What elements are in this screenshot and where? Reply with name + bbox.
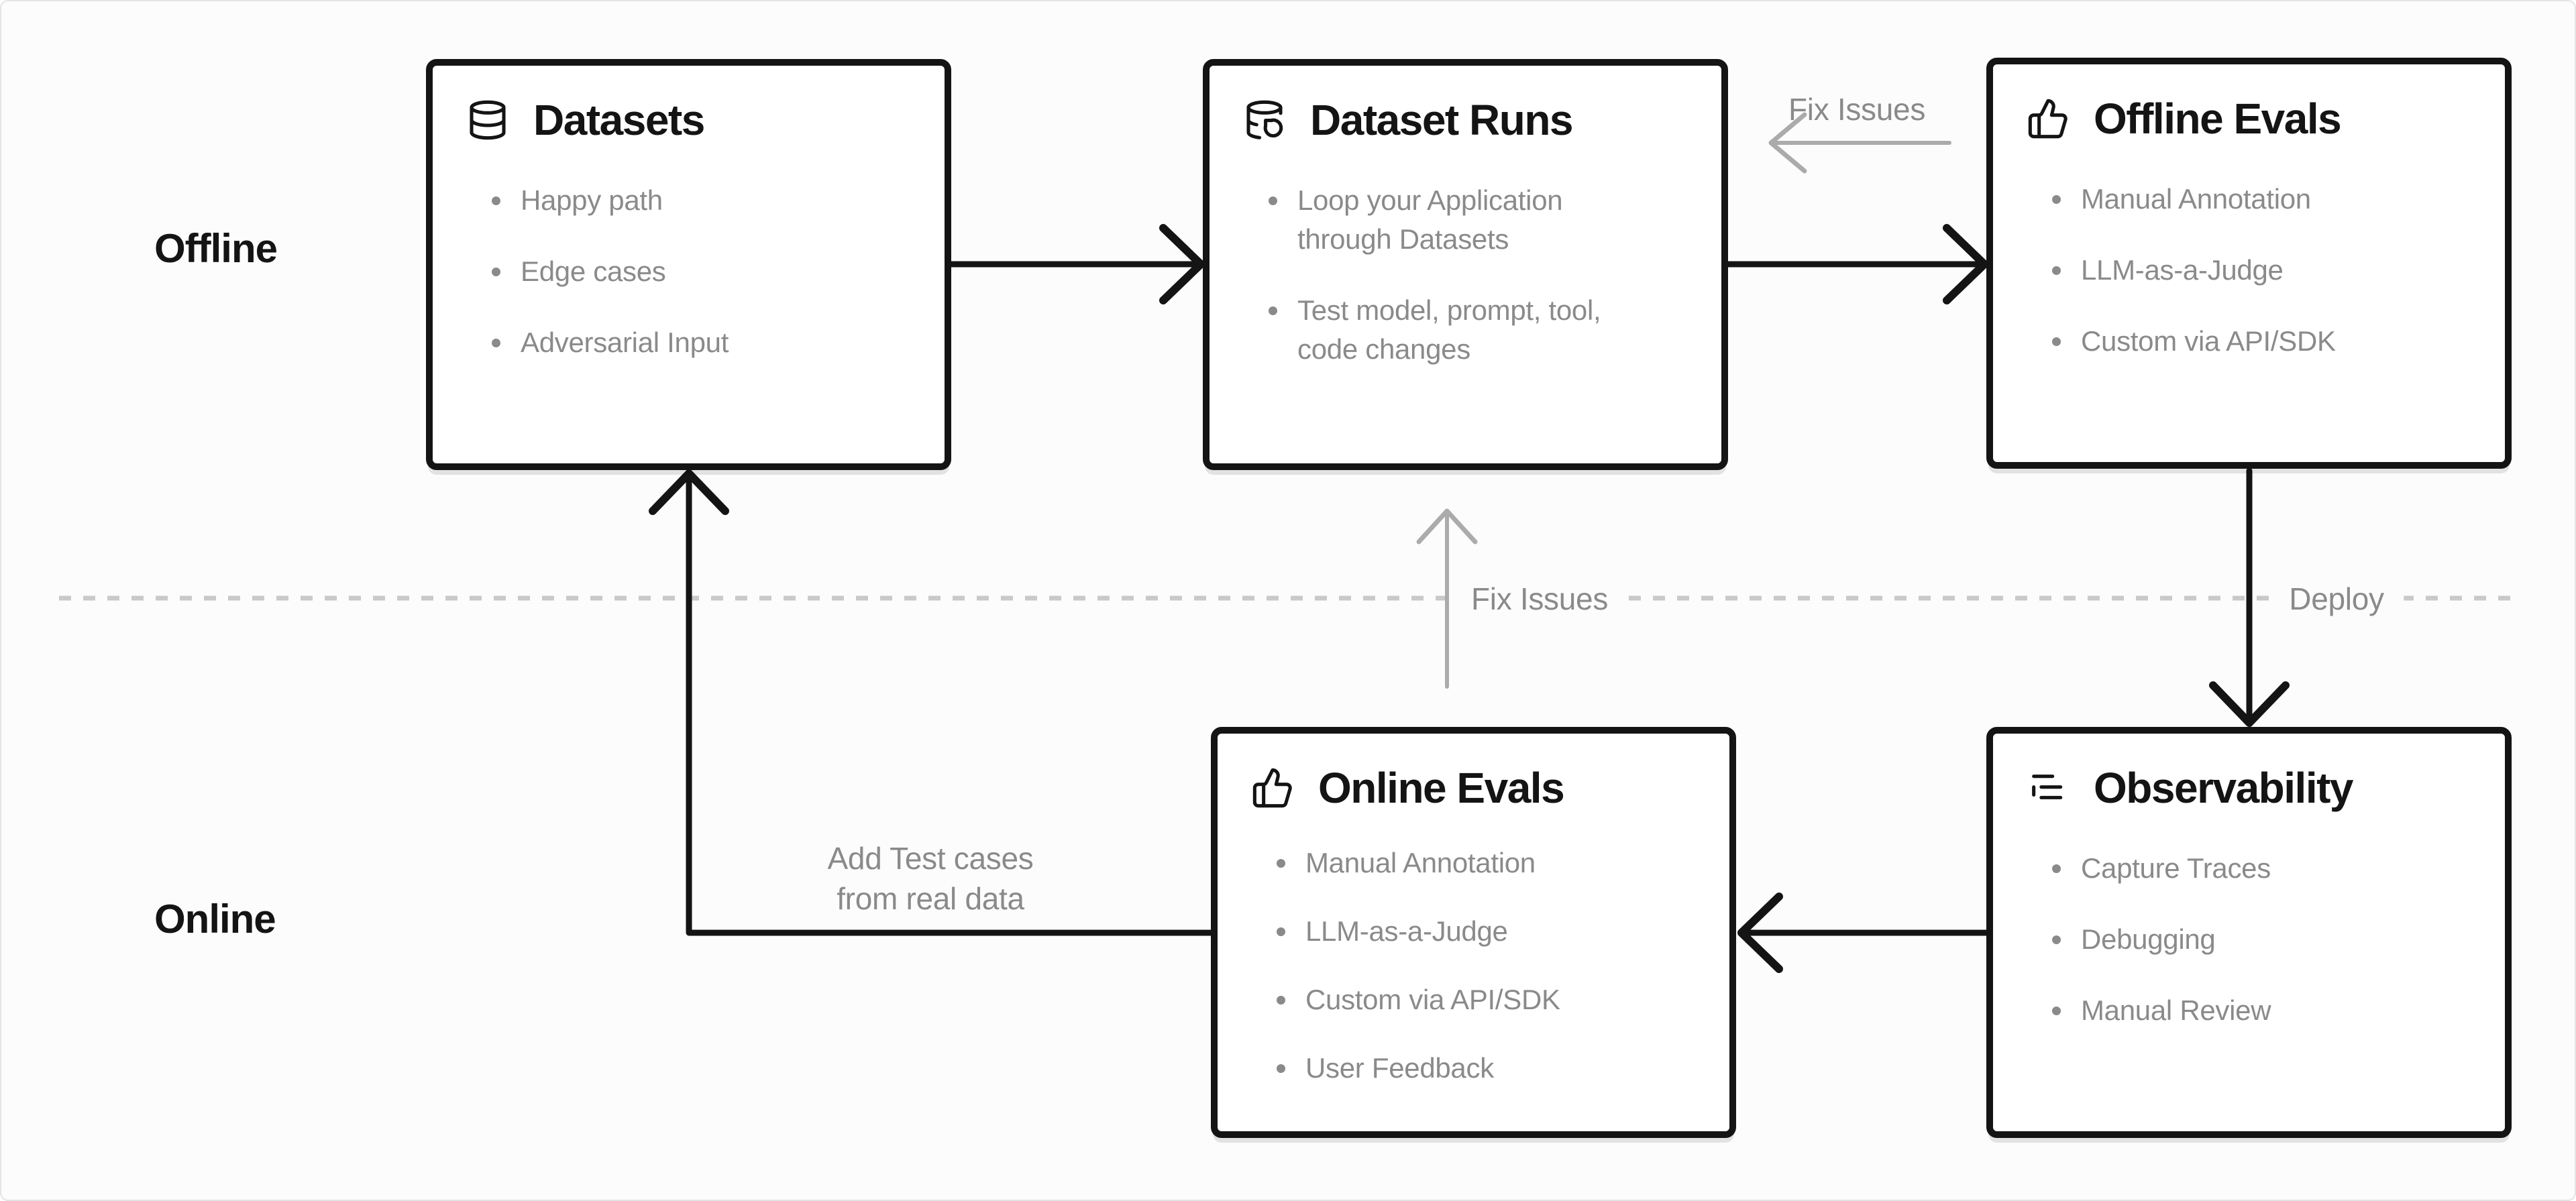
list-item: Capture Traces bbox=[2052, 849, 2471, 888]
database-refresh-icon bbox=[1246, 100, 1283, 139]
arrow-dataset-runs-to-offline-evals bbox=[1725, 224, 1988, 304]
list-item: Custom via API/SDK bbox=[1277, 980, 1696, 1019]
list-item: LLM-as-a-Judge bbox=[2052, 251, 2471, 290]
add-test-cases-label: Add Test cases from real data bbox=[827, 841, 1034, 916]
list-item: Happy path bbox=[492, 181, 911, 220]
arrow-fix-issues-top bbox=[1768, 112, 1951, 174]
bullet-dot bbox=[1269, 306, 1277, 315]
box-title: Dataset Runs bbox=[1310, 96, 1574, 144]
fix-issues-top-label: Fix Issues bbox=[1788, 92, 1926, 127]
list-item: Debugging bbox=[2052, 920, 2471, 959]
list-item: Manual Annotation bbox=[2052, 180, 2471, 219]
bullet-list: Happy path Edge cases Adversarial Input bbox=[466, 181, 911, 362]
bullet-dot bbox=[2052, 935, 2061, 944]
bullet-list: Manual Annotation LLM-as-a-Judge Custom … bbox=[2027, 180, 2471, 361]
bullet-dot bbox=[2052, 337, 2061, 346]
box-online-evals: Online Evals Manual Annotation LLM-as-a-… bbox=[1211, 727, 1736, 1138]
bullet-list: Loop your Application through Datasets T… bbox=[1243, 181, 1688, 369]
box-observability: Observability Capture Traces Debugging M… bbox=[1986, 727, 2512, 1138]
lane-label-offline: Offline bbox=[154, 226, 278, 271]
bullet-dot bbox=[1277, 927, 1285, 936]
bullet-dot bbox=[1269, 196, 1277, 205]
list-item: Test model, prompt, tool, code changes bbox=[1269, 291, 1688, 369]
database-icon bbox=[470, 100, 506, 140]
bullet-dot bbox=[492, 268, 500, 276]
list-item: Manual Annotation bbox=[1277, 844, 1696, 882]
thumbs-up-icon bbox=[2028, 99, 2068, 139]
deploy-label: Deploy bbox=[2269, 579, 2404, 619]
arrow-fix-issues-up bbox=[1416, 508, 1478, 689]
list-item: Custom via API/SDK bbox=[2052, 322, 2471, 361]
bullet-dot bbox=[2052, 266, 2061, 275]
box-title: Observability bbox=[2094, 764, 2354, 812]
box-title: Offline Evals bbox=[2094, 95, 2342, 143]
bullet-list: Capture Traces Debugging Manual Review bbox=[2027, 849, 2471, 1030]
box-dataset-runs: Dataset Runs Loop your Application throu… bbox=[1203, 59, 1728, 470]
list-item: User Feedback bbox=[1277, 1049, 1696, 1088]
lane-label-online: Online bbox=[154, 897, 276, 941]
bullet-dot bbox=[1277, 859, 1285, 868]
thumbs-up-icon bbox=[1252, 768, 1292, 808]
box-datasets: Datasets Happy path Edge cases Adversari… bbox=[426, 59, 951, 470]
box-title: Online Evals bbox=[1318, 764, 1565, 812]
list-item: Edge cases bbox=[492, 252, 911, 291]
bullet-dot bbox=[2052, 195, 2061, 204]
list-item: LLM-as-a-Judge bbox=[1277, 912, 1696, 951]
arrow-datasets-to-dataset-runs bbox=[948, 224, 1205, 304]
bullet-dot bbox=[1277, 1064, 1285, 1073]
bullet-dot bbox=[492, 196, 500, 205]
bullet-dot bbox=[2052, 1007, 2061, 1015]
arrow-observability-to-online-evals bbox=[1737, 893, 1990, 973]
list-item: Manual Review bbox=[2052, 991, 2471, 1030]
fix-issues-mid-label: Fix Issues bbox=[1450, 579, 1629, 619]
list-icon bbox=[2032, 775, 2063, 799]
bullet-list: Manual Annotation LLM-as-a-Judge Custom … bbox=[1251, 844, 1696, 1088]
arrow-online-evals-to-datasets bbox=[649, 469, 1214, 936]
box-offline-evals: Offline Evals Manual Annotation LLM-as-a… bbox=[1986, 58, 2512, 469]
bullet-dot bbox=[1277, 996, 1285, 1005]
arrow-offline-evals-to-observability bbox=[2209, 467, 2290, 727]
bullet-dot bbox=[492, 339, 500, 347]
list-item: Loop your Application through Datasets bbox=[1269, 181, 1688, 259]
box-title: Datasets bbox=[533, 96, 705, 144]
list-item: Adversarial Input bbox=[492, 323, 911, 362]
bullet-dot bbox=[2052, 864, 2061, 873]
